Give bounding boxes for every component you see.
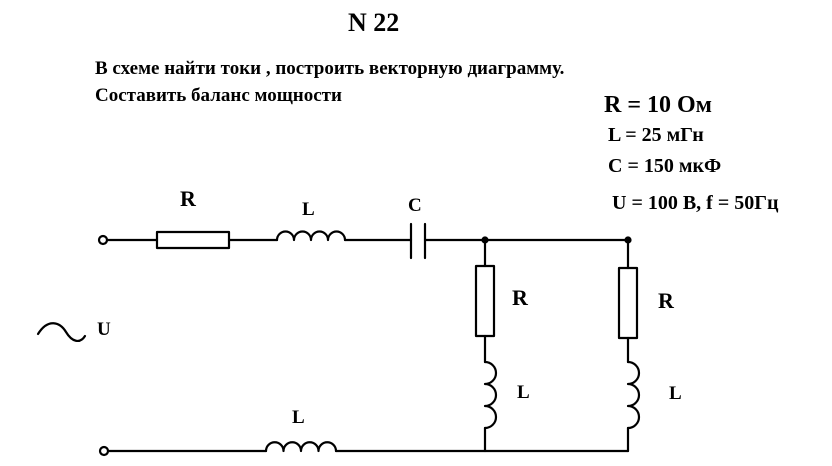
label-r-branch-2: R	[658, 288, 674, 313]
param-inductance: L = 25 мГн	[608, 124, 704, 146]
ac-source-symbol	[36, 322, 87, 342]
param-capacitance: C = 150 мкФ	[608, 155, 722, 177]
resistor-series	[155, 230, 231, 250]
branch-1	[474, 238, 498, 453]
param-voltage-frequency: U = 100 В, f = 50Гц	[612, 192, 779, 214]
input-terminal-top	[97, 234, 109, 246]
label-l-branch-1: L	[517, 382, 530, 403]
inductor-branch-2	[626, 360, 641, 430]
resistor-branch-1	[474, 264, 496, 338]
label-l-series: L	[302, 199, 315, 220]
top-wire	[97, 234, 630, 246]
task-text-line-1: В схеме найти токи , построить векторную…	[95, 58, 565, 79]
task-number: N 22	[348, 8, 400, 37]
resistor-branch-2	[617, 266, 639, 340]
inductor-branch-1	[483, 360, 498, 430]
input-terminal-bottom	[98, 445, 110, 457]
label-r-series: R	[180, 186, 196, 211]
task-text-line-2: Составить баланс мощности	[95, 85, 342, 106]
label-r-branch-1: R	[512, 285, 528, 310]
capacitor-series	[409, 222, 427, 260]
label-l-bottom: L	[292, 407, 305, 428]
label-c-series: C	[408, 195, 422, 216]
param-resistance: R = 10 Ом	[604, 92, 713, 118]
inductor-series	[275, 230, 347, 242]
bottom-wire	[98, 445, 630, 457]
label-l-branch-2: L	[669, 383, 682, 404]
inductor-bottom	[264, 441, 338, 453]
label-source-u: U	[97, 319, 111, 340]
branch-2	[617, 238, 641, 453]
